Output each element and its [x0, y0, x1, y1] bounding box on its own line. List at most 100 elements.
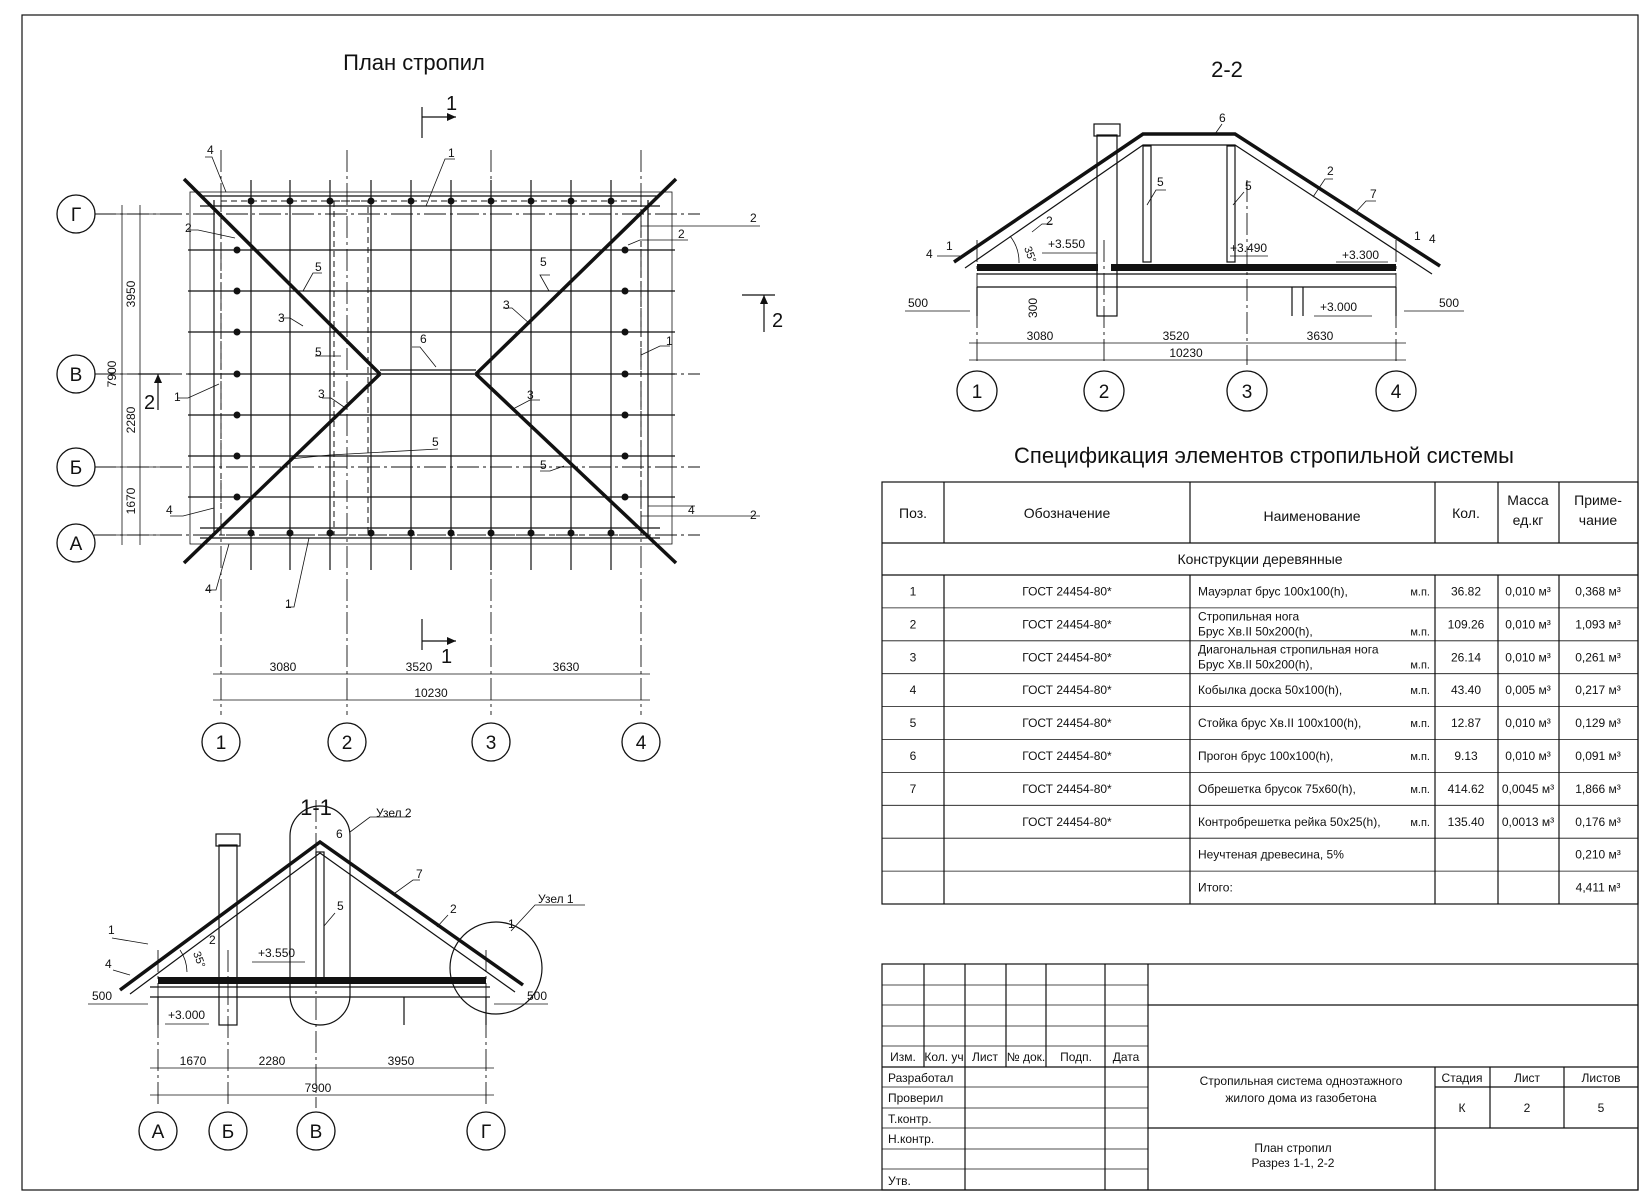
svg-text:3: 3	[318, 387, 325, 401]
svg-text:Узел 1: Узел 1	[538, 892, 574, 906]
svg-text:10230: 10230	[414, 686, 448, 700]
svg-text:Утв.: Утв.	[888, 1174, 911, 1188]
specification-table: Спецификация элементов стропильной систе…	[881, 443, 1639, 905]
spec-name: Кобылка доска 50х100(h),	[1198, 683, 1342, 697]
svg-text:300: 300	[1026, 298, 1040, 318]
svg-text:1: 1	[285, 597, 292, 611]
spec-qty: 414.62	[1448, 782, 1485, 796]
spec-unit: м.п.	[1410, 784, 1430, 796]
svg-text:2280: 2280	[124, 406, 138, 433]
svg-text:4: 4	[1429, 232, 1436, 246]
spec-pos: 6	[910, 749, 917, 763]
svg-text:500: 500	[1439, 296, 1459, 310]
spec-name: Брус Хв.II 50х200(h),	[1198, 624, 1313, 638]
section-1-1: 1-1 Узел 2 6 7 5 2	[88, 795, 585, 1151]
spec-pos: 7	[910, 782, 917, 796]
spec-mass: 0,0045 м³	[1502, 782, 1554, 796]
spec-mass: 0,010 м³	[1505, 617, 1551, 631]
svg-text:+3.490: +3.490	[1230, 241, 1267, 255]
spec-qty: 43.40	[1451, 683, 1481, 697]
svg-text:1: 1	[666, 334, 673, 348]
svg-text:Обозначение: Обозначение	[1024, 505, 1111, 521]
rafter-nodes	[233, 197, 629, 537]
hip-rafters	[182, 177, 678, 565]
svg-text:7900: 7900	[105, 360, 119, 387]
section-cut-1-bottom: 1	[421, 619, 456, 668]
svg-text:Узел 2: Узел 2	[376, 806, 412, 820]
svg-text:2: 2	[1099, 382, 1110, 403]
svg-text:3950: 3950	[388, 1054, 415, 1068]
spec-name: Брус Хв.II 50х200(h),	[1198, 657, 1313, 671]
spec-qty: 36.82	[1451, 584, 1481, 598]
svg-text:Приме-: Приме-	[1574, 492, 1622, 508]
svg-text:ед.кг: ед.кг	[1513, 512, 1544, 528]
svg-text:4: 4	[207, 143, 214, 157]
spec-name: Прогон брус 100х100(h),	[1198, 749, 1333, 763]
svg-text:Масса: Масса	[1507, 492, 1549, 508]
section-2-2-title: 2-2	[1211, 57, 1243, 82]
spec-unit: м.п.	[1410, 685, 1430, 697]
spec-group: Конструкции деревянные	[1177, 551, 1342, 567]
svg-text:2: 2	[750, 508, 757, 522]
spec-name: Мауэрлат брус 100х100(h),	[1198, 584, 1348, 598]
svg-text:4: 4	[166, 503, 173, 517]
svg-text:500: 500	[92, 989, 112, 1003]
spec-mass: 0,010 м³	[1505, 584, 1551, 598]
section-cut-2-right: 2	[742, 294, 783, 332]
spec-unit: м.п.	[1410, 626, 1430, 638]
svg-text:7: 7	[416, 867, 423, 881]
spec-name: Стропильная нога	[1198, 609, 1300, 623]
spec-pos: 4	[910, 683, 917, 697]
svg-text:500: 500	[527, 989, 547, 1003]
section-cut-2-left: 2	[138, 373, 170, 414]
spec-note: 0,261 м³	[1575, 650, 1621, 664]
spec-note: 0,176 м³	[1575, 815, 1621, 829]
plan-axis-markers-bottom: 1 2 3 4	[201, 722, 661, 762]
mauerlat-outline	[220, 200, 642, 536]
spec-note: 1,093 м³	[1575, 617, 1621, 631]
spec-unit: м.п.	[1410, 586, 1430, 598]
plan-callouts: 4 1 2 2 2 2 5 5 5 5 5 3 3 3 3 6 1 1 4 4 …	[166, 143, 760, 611]
svg-text:жилого дома из газобетона: жилого дома из газобетона	[1225, 1091, 1377, 1105]
spec-mass: 0,010 м³	[1505, 650, 1551, 664]
spec-code: ГОСТ 24454-80*	[1022, 584, 1112, 598]
svg-text:1: 1	[448, 146, 455, 160]
spec-code: ГОСТ 24454-80*	[1022, 815, 1112, 829]
roof-profile-2-2	[953, 132, 1441, 268]
cut-1-label: 1	[446, 93, 457, 115]
spec-code: ГОСТ 24454-80*	[1022, 782, 1112, 796]
spec-unit: м.п.	[1410, 817, 1430, 829]
spec-mass: 0,0013 м³	[1502, 815, 1554, 829]
spec-name: Неучтеная древесина, 5%	[1198, 848, 1344, 862]
spec-code: ГОСТ 24454-80*	[1022, 716, 1112, 730]
svg-text:Лист: Лист	[972, 1050, 999, 1064]
svg-text:3: 3	[278, 311, 285, 325]
svg-text:Разрез 1-1, 2-2: Разрез 1-1, 2-2	[1252, 1156, 1335, 1170]
svg-text:1: 1	[972, 382, 983, 403]
spec-title: Спецификация элементов стропильной систе…	[1014, 443, 1514, 468]
spec-note: 0,129 м³	[1575, 716, 1621, 730]
svg-text:5: 5	[432, 435, 439, 449]
svg-text:3080: 3080	[270, 660, 297, 674]
plan-dims-horizontal: 3080 3520 3630 10230	[213, 660, 650, 701]
svg-text:3630: 3630	[553, 660, 580, 674]
svg-text:Б: Б	[70, 458, 82, 479]
svg-text:А: А	[152, 1122, 165, 1143]
svg-text:3: 3	[503, 298, 510, 312]
svg-text:№ док.: № док.	[1007, 1050, 1045, 1064]
spec-qty: 12.87	[1451, 716, 1481, 730]
spec-pos: 5	[910, 716, 917, 730]
svg-text:6: 6	[420, 332, 427, 346]
spec-note: 0,210 м³	[1575, 848, 1621, 862]
svg-text:А: А	[70, 534, 83, 555]
svg-text:1: 1	[1414, 229, 1421, 243]
svg-text:6: 6	[336, 827, 343, 841]
svg-text:1: 1	[441, 646, 452, 668]
svg-text:7900: 7900	[305, 1081, 332, 1095]
svg-text:Н.контр.: Н.контр.	[888, 1132, 934, 1146]
spec-qty: 9.13	[1454, 749, 1478, 763]
svg-text:2280: 2280	[259, 1054, 286, 1068]
